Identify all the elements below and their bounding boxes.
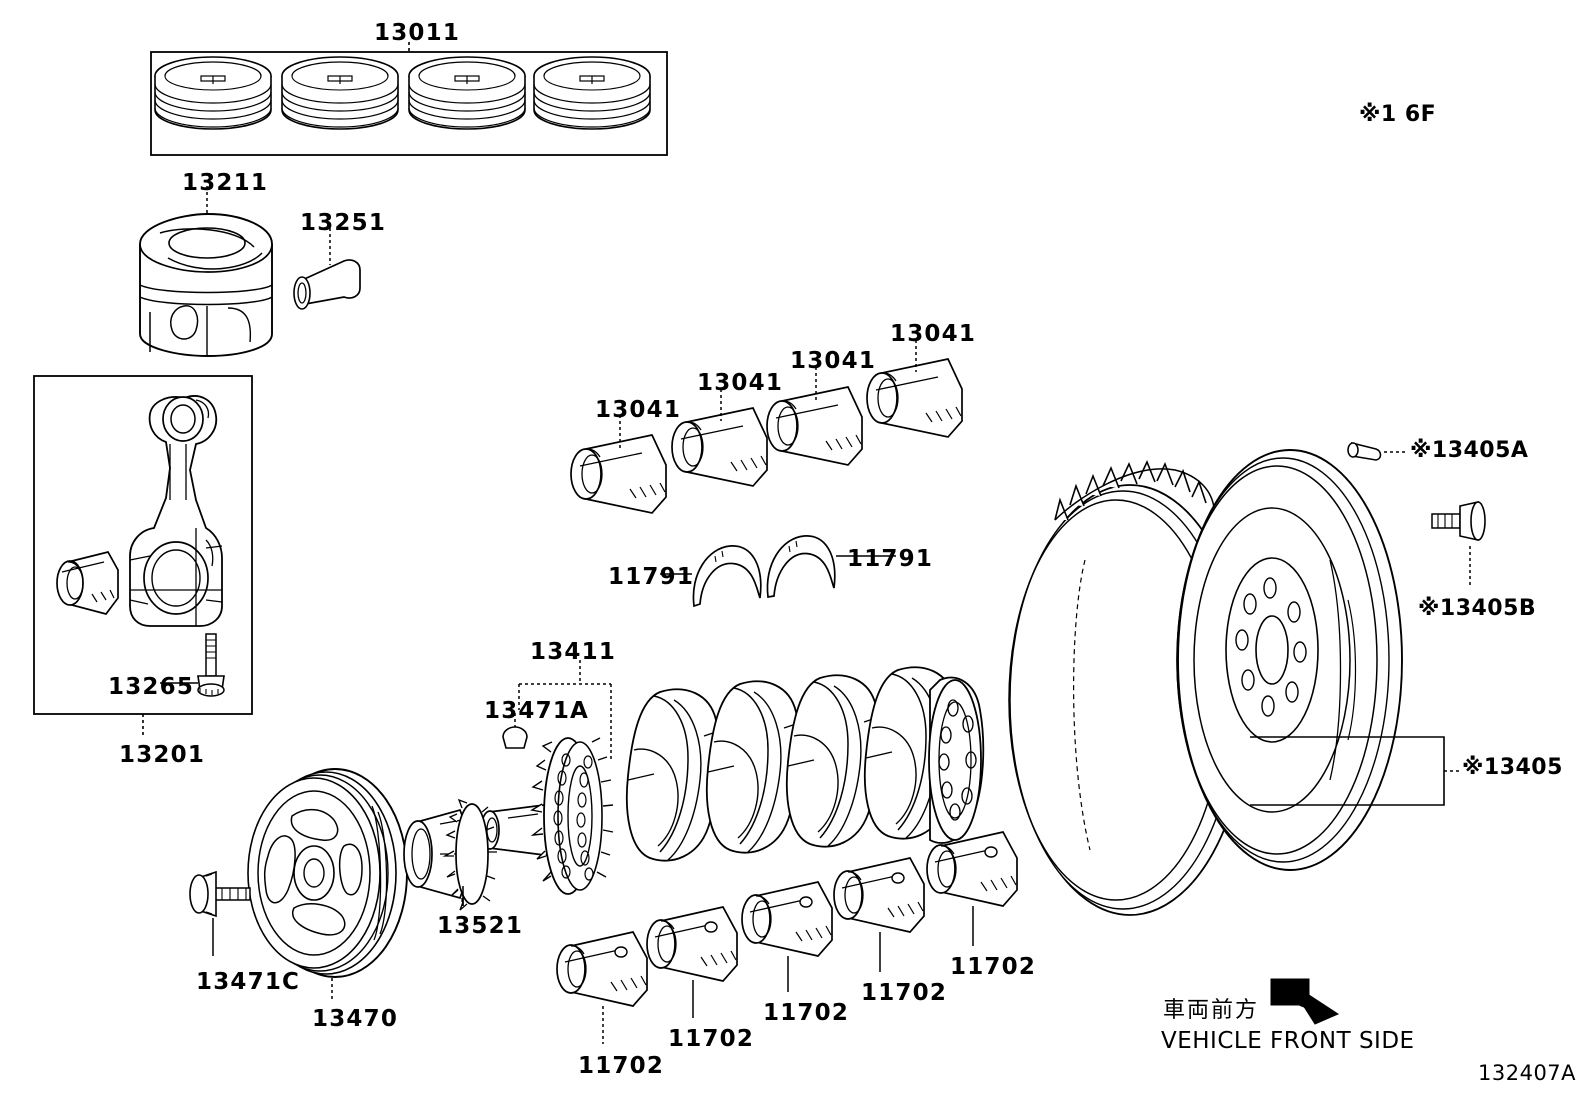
label-vehicle-front-jp: 車両前方	[1163, 998, 1260, 1023]
label-main-bearing-5: 11702	[950, 954, 1037, 980]
label-thrust-washer-1: 11791	[608, 564, 695, 590]
label-main-bearing-3: 11702	[763, 1000, 850, 1026]
label-crankshaft-key-a: 13471A	[484, 698, 590, 724]
vehicle-front-arrow	[1270, 978, 1340, 1025]
label-note-16f: ※1 6F	[1359, 102, 1437, 127]
piston-ring-set-group	[150, 42, 668, 156]
flywheel-group	[1008, 441, 1486, 916]
thrust-washers-group	[660, 535, 896, 608]
piston-group	[139, 186, 273, 357]
label-connecting-rod-assy: 13201	[119, 742, 206, 768]
label-main-bearing-1: 11702	[578, 1053, 665, 1079]
connecting-rod-assembly-group	[33, 375, 253, 736]
label-crankshaft-key-c: 13471C	[196, 969, 301, 995]
main-bearings-group	[556, 831, 1018, 1044]
label-rod-bearing-2: 13041	[697, 370, 784, 396]
label-flywheel: ※13405	[1462, 755, 1563, 780]
label-rod-bearing-1: 13041	[595, 397, 682, 423]
label-crankshaft-pulley: 13470	[312, 1006, 399, 1032]
label-crankshaft: 13411	[530, 639, 617, 665]
rod-bearings-group	[570, 340, 963, 514]
label-rod-bolt: 13265	[108, 674, 195, 700]
label-diagram-code: 132407A	[1478, 1061, 1577, 1085]
label-rod-bearing-4: 13041	[890, 321, 977, 347]
crank-pulley-group	[189, 768, 497, 1000]
label-flywheel-bolt: ※13405B	[1418, 596, 1537, 621]
label-main-bearing-4: 11702	[861, 980, 948, 1006]
label-rod-bearing-3: 13041	[790, 348, 877, 374]
label-thrust-washer-2: 11791	[847, 546, 934, 572]
label-oil-pump-drive-gear: 13521	[437, 913, 524, 939]
label-main-bearing-2: 11702	[668, 1026, 755, 1052]
label-piston: 13211	[182, 170, 269, 196]
label-flywheel-pin: ※13405A	[1410, 438, 1529, 463]
label-piston-ring-set: 13011	[374, 20, 461, 46]
label-piston-pin: 13251	[300, 210, 387, 236]
crankshaft-group	[480, 660, 985, 895]
label-vehicle-front-en: VEHICLE FRONT SIDE	[1161, 1028, 1415, 1054]
piston-pin-group	[293, 228, 361, 310]
